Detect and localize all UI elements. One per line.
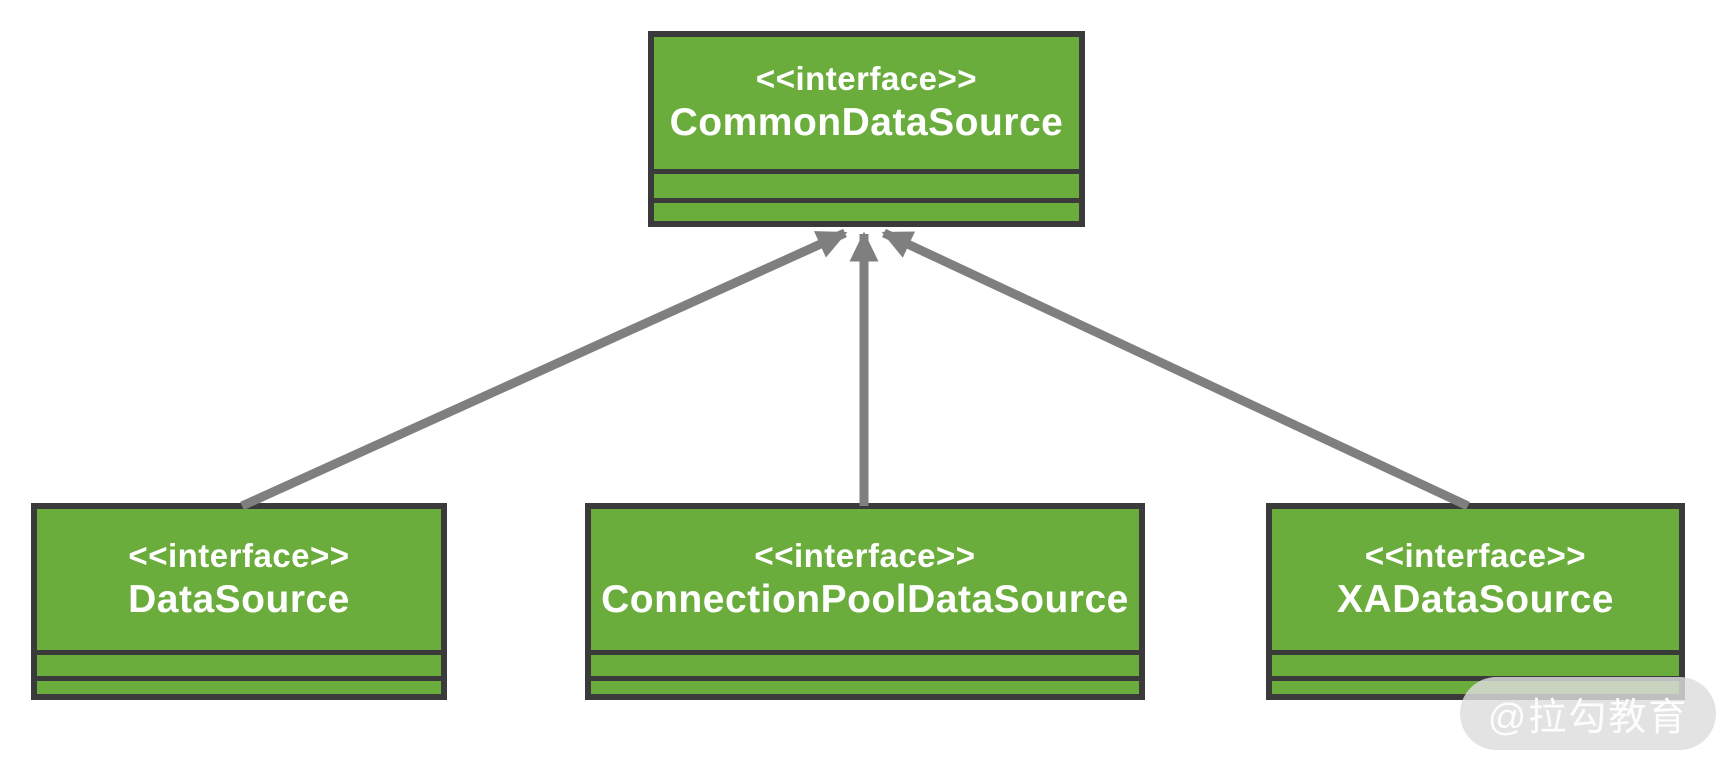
- class-name-label: DataSource: [128, 577, 350, 621]
- methods-compartment: [591, 681, 1139, 694]
- watermark-text: @拉勾教育: [1487, 697, 1689, 739]
- class-name-label: CommonDataSource: [669, 101, 1064, 145]
- stereotype-label: <<interface>>: [128, 536, 350, 574]
- class-box-xadatasource: <<interface>> XADataSource: [1266, 503, 1685, 700]
- class-box-commondatasource: <<interface>> CommonDataSource: [648, 31, 1085, 227]
- stereotype-label: <<interface>>: [1364, 536, 1587, 574]
- watermark-badge: @拉勾教育: [1460, 677, 1716, 750]
- class-name-label: ConnectionPoolDataSource: [601, 577, 1129, 621]
- class-title-compartment: <<interface>> CommonDataSource: [654, 37, 1079, 169]
- class-title-compartment: <<interface>> ConnectionPoolDataSource: [591, 509, 1139, 650]
- attributes-compartment: [1272, 655, 1679, 676]
- methods-compartment: [37, 681, 441, 694]
- class-box-connectionpooldatasource: <<interface>> ConnectionPoolDataSource: [585, 503, 1145, 700]
- stereotype-label: <<interface>>: [754, 536, 976, 574]
- stereotype-label: <<interface>>: [755, 60, 978, 98]
- class-title-compartment: <<interface>> DataSource: [37, 509, 441, 650]
- class-box-datasource: <<interface>> DataSource: [31, 503, 447, 700]
- arrow-datasource-to-commondatasource: [240, 228, 848, 511]
- methods-compartment: [654, 203, 1079, 221]
- class-title-compartment: <<interface>> XADataSource: [1272, 509, 1679, 650]
- attributes-compartment: [591, 655, 1139, 676]
- attributes-compartment: [37, 655, 441, 676]
- attributes-compartment: [654, 174, 1079, 198]
- class-name-label: XADataSource: [1337, 577, 1614, 621]
- arrow-xadatasource-to-commondatasource: [881, 228, 1470, 511]
